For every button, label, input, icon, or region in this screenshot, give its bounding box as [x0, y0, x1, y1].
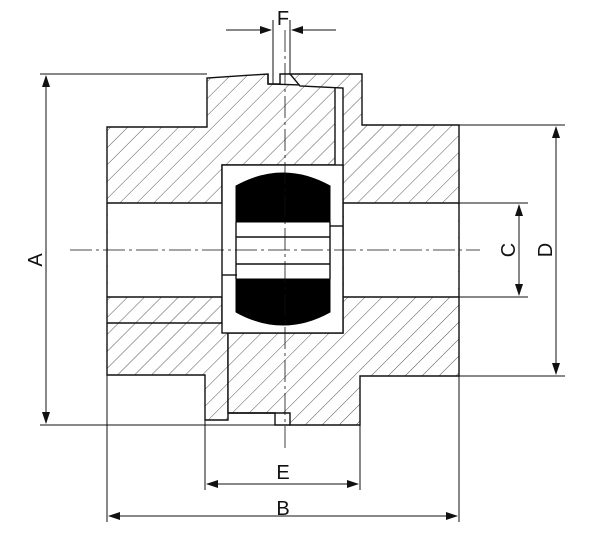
label-c: C — [498, 243, 520, 257]
label-a: A — [25, 253, 47, 267]
label-e: E — [276, 462, 289, 484]
elastomer-upper — [235, 172, 331, 223]
label-d: D — [535, 243, 557, 257]
label-b: B — [276, 498, 289, 520]
gap-bottom — [228, 412, 290, 426]
gap-top — [267, 73, 290, 85]
label-f: F — [277, 8, 289, 30]
elastomer-lower — [235, 278, 331, 326]
